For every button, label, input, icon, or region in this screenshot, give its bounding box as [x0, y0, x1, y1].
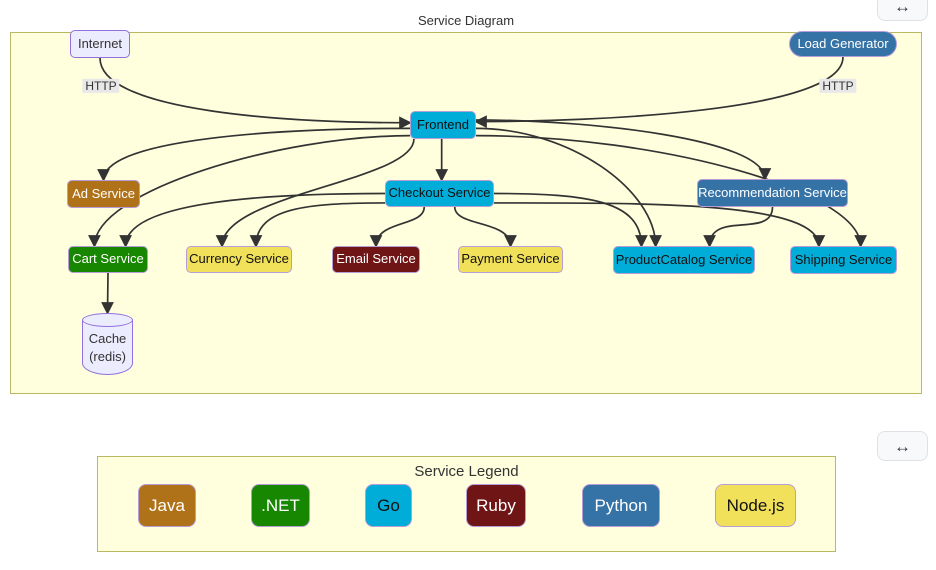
service-diagram-panel — [10, 32, 922, 394]
node-currency: Currency Service — [186, 246, 292, 273]
cylinder-top — [82, 313, 133, 327]
node-email: Email Service — [332, 246, 420, 273]
legend-expand-button[interactable]: ↔ — [877, 431, 928, 461]
resize-horizontal-icon: ↔ — [894, 0, 911, 16]
legend-chip-go: Go — [365, 484, 412, 527]
node-payment: Payment Service — [458, 246, 563, 273]
node-loadgen: Load Generator — [789, 31, 897, 57]
node-cache: Cache (redis) — [82, 313, 133, 375]
diagram-expand-button[interactable]: ↔ — [877, 0, 928, 21]
edge-label-loadgen-frontend: HTTP — [819, 78, 857, 94]
node-cart: Cart Service — [68, 246, 148, 273]
node-recommendation: Recommendation Service — [697, 179, 848, 207]
node-label: Cache (redis) — [88, 331, 127, 364]
node-internet: Internet — [70, 30, 130, 58]
resize-horizontal-icon: ↔ — [894, 436, 911, 456]
legend-chip-python: Python — [582, 484, 660, 527]
legend-chip-java: Java — [138, 484, 196, 527]
node-ad: Ad Service — [67, 180, 140, 208]
diagram-title: Service Diagram — [417, 13, 515, 28]
node-frontend: Frontend — [410, 111, 476, 139]
cylinder-body — [82, 320, 133, 375]
node-shipping: Shipping Service — [790, 246, 897, 274]
legend-title: Service Legend — [414, 463, 519, 480]
legend-chip-nodejs: Node.js — [715, 484, 796, 527]
edge-label-internet-frontend: HTTP — [82, 78, 120, 94]
legend-chip-net: .NET — [251, 484, 310, 527]
node-productcatalog: ProductCatalog Service — [613, 246, 755, 274]
legend-chip-ruby: Ruby — [466, 484, 526, 527]
node-checkout: Checkout Service — [385, 180, 494, 207]
